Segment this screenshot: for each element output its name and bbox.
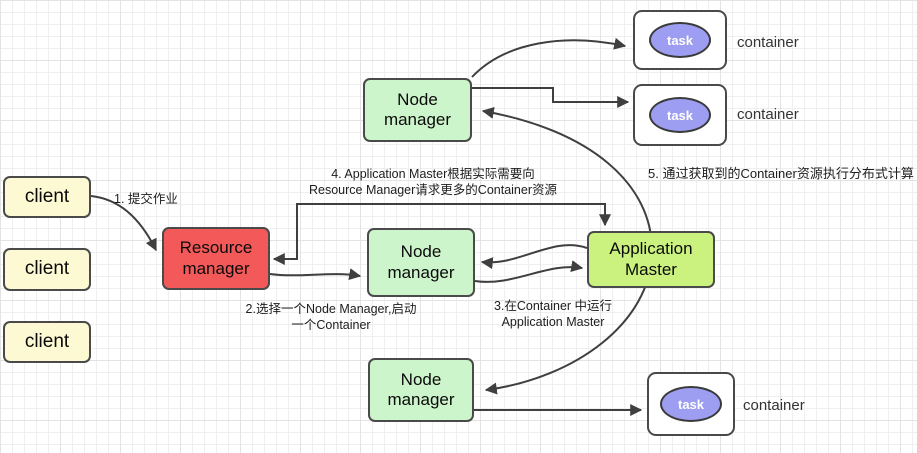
note-step-2-line1: 2.选择一个Node Manager,启动 bbox=[245, 302, 417, 316]
arrow-resource-manager-to-node-manager-center bbox=[269, 268, 362, 281]
node-node-manager-center: Node manager bbox=[367, 228, 475, 297]
node-client-1: client bbox=[3, 176, 91, 218]
note-step-4-line2: Resource Manager请求更多的Container资源 bbox=[308, 183, 558, 198]
node-node-manager-bottom: Node manager bbox=[368, 358, 474, 422]
node-node-manager-top: Node manager bbox=[363, 78, 472, 142]
arrow-application-master-to-node-manager-center bbox=[480, 244, 588, 270]
note-step-3-line2: Application Master bbox=[501, 315, 605, 330]
note-step-1: 1. 提交作业 bbox=[114, 192, 178, 206]
container-box-1: task bbox=[633, 10, 727, 70]
container-box-3: task bbox=[647, 372, 735, 436]
container-label-2: container bbox=[737, 106, 799, 123]
note-step-3: 3.在Container 中运行 Application Master bbox=[494, 298, 612, 331]
container-label-1: container bbox=[737, 34, 799, 51]
note-step-4-line1: 4. Application Master根据实际需要向 bbox=[331, 167, 535, 181]
node-resource-manager: Resource manager bbox=[162, 227, 270, 290]
task-ellipse-2: task bbox=[649, 97, 711, 133]
note-step-4: 4. Application Master根据实际需要向 Resource Ma… bbox=[309, 166, 557, 199]
note-step-2-line2: 一个Container bbox=[291, 318, 371, 333]
task-ellipse-1: task bbox=[649, 22, 711, 58]
note-step-5: 5. 通过获取到的Container资源执行分布式计算 bbox=[648, 166, 914, 181]
container-label-3: container bbox=[743, 397, 805, 414]
node-client-3: client bbox=[3, 321, 91, 363]
arrow-node-manager-center-to-application-master bbox=[474, 260, 584, 283]
node-client-2: client bbox=[3, 248, 91, 291]
node-application-master: Application Master bbox=[587, 231, 715, 288]
note-step-2: 2.选择一个Node Manager,启动 一个Container bbox=[246, 301, 417, 334]
container-box-2: task bbox=[633, 84, 727, 146]
task-ellipse-3: task bbox=[660, 386, 722, 422]
arrow-node-manager-top-to-container2 bbox=[472, 87, 630, 108]
note-step-3-line1: 3.在Container 中运行 bbox=[493, 299, 613, 313]
arrow-node-manager-top-to-container1 bbox=[471, 37, 627, 78]
